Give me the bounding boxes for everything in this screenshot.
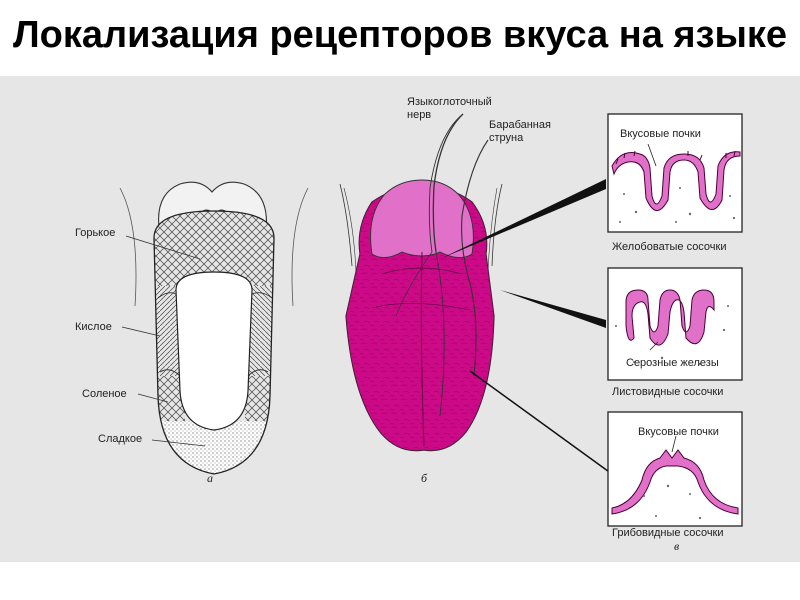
zone-label-bitter: Горькое — [75, 227, 115, 239]
title-area: Локализация рецепторов вкуса на языке — [0, 0, 800, 78]
zone-label-salty: Соленое — [82, 388, 127, 400]
panel-letter-a: а — [207, 471, 213, 485]
box-circumvallate-papillae — [607, 113, 743, 233]
zone-label-sour: Кислое — [75, 321, 112, 333]
nerve-label-chorda-2: струна — [489, 132, 524, 144]
zone-label-sweet: Сладкое — [98, 433, 142, 445]
nerve-label-glossopharyngeal-1: Языкоглоточный — [407, 96, 492, 108]
box3-label: Вкусовые почки — [638, 426, 719, 438]
box2-caption: Листовидные сосочки — [612, 386, 723, 398]
panel-letter-v: в — [674, 539, 679, 553]
tongue-zones-drawing — [119, 181, 309, 475]
box1-caption: Желобоватые сосочки — [612, 241, 727, 253]
nerve-label-chorda-1: Барабанная — [489, 119, 551, 131]
magenta-tongue-drawing — [339, 113, 613, 475]
panel-letter-b: б — [421, 471, 428, 485]
tongue-diagram: Горькое Кислое Соленое Сладкое а Языкогл… — [75, 96, 743, 553]
box1-label: Вкусовые почки — [620, 128, 701, 140]
figure-panel: Горькое Кислое Соленое Сладкое а Языкогл… — [0, 76, 800, 562]
nerve-label-glossopharyngeal-2: нерв — [407, 109, 431, 121]
box-fungiform-papillae — [607, 411, 743, 527]
slide-title: Локализация рецепторов вкуса на языке — [12, 14, 788, 56]
box3-caption: Грибовидные сосочки — [612, 527, 724, 539]
box-foliate-papillae — [607, 267, 743, 381]
box2-label: Серозные железы — [626, 357, 719, 369]
